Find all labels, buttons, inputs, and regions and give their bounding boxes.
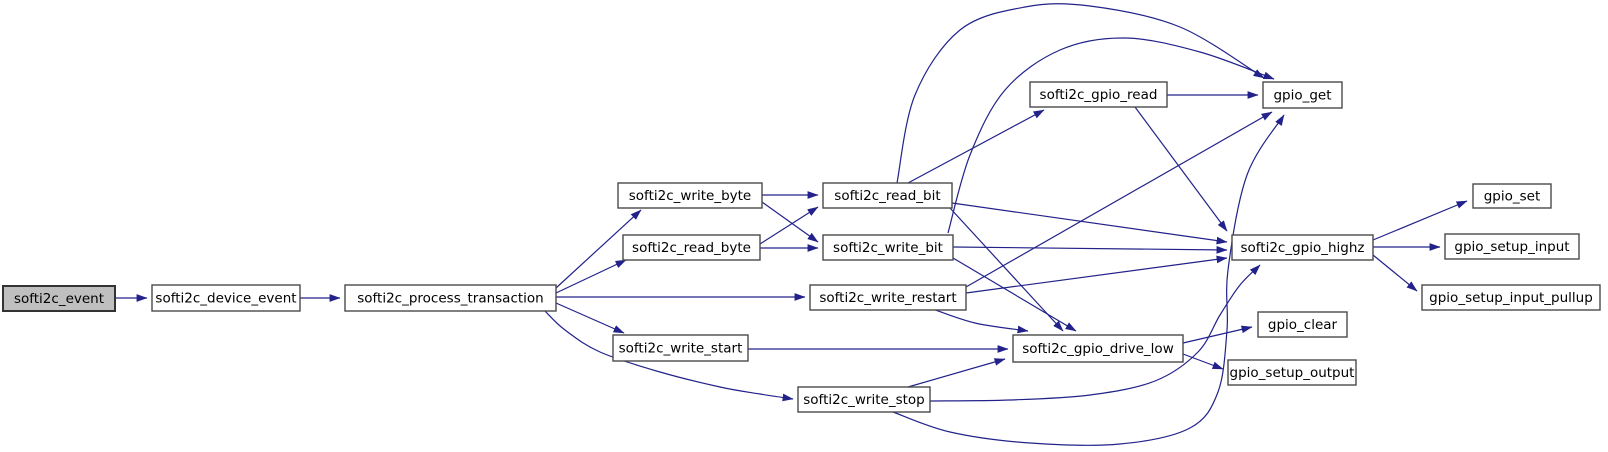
node-gpio_get[interactable]: gpio_get — [1262, 81, 1343, 109]
node-layer: softi2c_event softi2c_device_event softi2c… — [2, 81, 1601, 413]
node-label-gpio_set: gpio_set — [1484, 189, 1541, 205]
node-box-softi2c_read_byte[interactable] — [622, 234, 761, 261]
edge-softi2c_gpio_drive_low-to-gpio_clear — [1182, 325, 1253, 344]
node-softi2c_event[interactable]: softi2c_event — [2, 285, 116, 312]
node-label-gpio_setup_output: gpio_setup_output — [1230, 365, 1355, 381]
edge-softi2c_gpio_read-to-softi2c_gpio_highz — [1134, 106, 1228, 232]
edge-softi2c_process_transaction-to-softi2c_write_start — [555, 302, 625, 334]
node-label-softi2c_gpio_highz: softi2c_gpio_highz — [1240, 240, 1364, 256]
node-box-softi2c_write_stop[interactable] — [797, 386, 931, 413]
node-softi2c_write_restart[interactable]: softi2c_write_restart — [809, 284, 967, 311]
node-gpio_setup_input[interactable]: gpio_setup_input — [1444, 233, 1580, 260]
node-box-softi2c_gpio_read[interactable] — [1029, 81, 1168, 108]
node-box-softi2c_write_bit[interactable] — [822, 234, 954, 261]
node-label-softi2c_write_stop: softi2c_write_stop — [803, 392, 924, 408]
edge-softi2c_read_bit-to-gpio_get — [896, 3, 1265, 184]
node-gpio_setup_output[interactable]: gpio_setup_output — [1227, 359, 1357, 386]
node-label-softi2c_write_restart: softi2c_write_restart — [819, 290, 956, 306]
node-box-softi2c_gpio_highz[interactable] — [1231, 234, 1374, 261]
node-label-softi2c_gpio_drive_low: softi2c_gpio_drive_low — [1022, 341, 1173, 357]
node-softi2c_gpio_read[interactable]: softi2c_gpio_read — [1029, 81, 1168, 108]
node-softi2c_write_byte[interactable]: softi2c_write_byte — [617, 182, 763, 209]
node-label-softi2c_read_bit: softi2c_read_bit — [834, 188, 940, 204]
node-label-gpio_setup_input_pullup: gpio_setup_input_pullup — [1429, 290, 1593, 306]
node-label-softi2c_write_bit: softi2c_write_bit — [833, 240, 943, 256]
node-box-softi2c_write_start[interactable] — [612, 334, 749, 362]
node-label-gpio_get: gpio_get — [1273, 88, 1331, 104]
edge-softi2c_write_byte-to-softi2c_write_bit — [761, 201, 819, 243]
node-gpio_setup_input_pullup[interactable]: gpio_setup_input_pullup — [1421, 284, 1601, 311]
node-box-softi2c_gpio_drive_low[interactable] — [1012, 334, 1184, 363]
edge-softi2c_write_stop-to-gpio_get — [892, 114, 1285, 446]
node-softi2c_write_stop[interactable]: softi2c_write_stop — [797, 386, 931, 413]
node-label-softi2c_read_byte: softi2c_read_byte — [632, 240, 751, 256]
edge-softi2c_write_restart-to-gpio_get — [965, 111, 1273, 288]
node-gpio_set[interactable]: gpio_set — [1472, 183, 1552, 209]
node-box-gpio_clear[interactable] — [1257, 311, 1348, 338]
edge-softi2c_process_transaction-to-softi2c_write_byte — [555, 209, 642, 289]
node-label-softi2c_device_event: softi2c_device_event — [155, 291, 296, 307]
node-softi2c_device_event[interactable]: softi2c_device_event — [151, 284, 301, 312]
edge-softi2c_write_stop-to-softi2c_gpio_drive_low — [907, 358, 1006, 388]
edge-softi2c_process_transaction-to-softi2c_read_byte — [555, 259, 627, 294]
node-box-softi2c_event[interactable] — [2, 285, 116, 312]
edge-softi2c_write_stop-to-softi2c_gpio_highz — [929, 264, 1261, 402]
node-label-softi2c_gpio_read: softi2c_gpio_read — [1040, 87, 1158, 103]
edge-softi2c_gpio_drive_low-to-gpio_setup_output — [1182, 353, 1224, 370]
node-box-softi2c_write_restart[interactable] — [809, 284, 967, 311]
edge-softi2c_gpio_highz-to-gpio_setup_input_pullup — [1372, 254, 1418, 292]
node-box-gpio_setup_output[interactable] — [1227, 359, 1357, 386]
node-softi2c_gpio_highz[interactable]: softi2c_gpio_highz — [1231, 234, 1374, 261]
node-box-softi2c_read_bit[interactable] — [822, 182, 953, 209]
node-label-softi2c_write_start: softi2c_write_start — [619, 341, 743, 357]
node-box-gpio_get[interactable] — [1262, 81, 1343, 109]
node-label-gpio_setup_input: gpio_setup_input — [1454, 239, 1569, 255]
edge-softi2c_write_bit-to-softi2c_gpio_drive_low — [952, 257, 1077, 332]
edge-softi2c_read_bit-to-softi2c_gpio_highz — [951, 202, 1228, 245]
edge-softi2c_gpio_highz-to-gpio_set — [1372, 200, 1468, 241]
node-softi2c_process_transaction[interactable]: softi2c_process_transaction — [344, 284, 557, 312]
node-box-softi2c_device_event[interactable] — [151, 284, 301, 312]
node-softi2c_read_bit[interactable]: softi2c_read_bit — [822, 182, 953, 209]
edge-softi2c_process_transaction-to-softi2c_write_stop — [544, 310, 794, 402]
node-softi2c_read_byte[interactable]: softi2c_read_byte — [622, 234, 761, 261]
node-softi2c_write_start[interactable]: softi2c_write_start — [612, 334, 749, 362]
node-box-softi2c_write_byte[interactable] — [617, 182, 763, 209]
node-softi2c_write_bit[interactable]: softi2c_write_bit — [822, 234, 954, 261]
node-softi2c_gpio_drive_low[interactable]: softi2c_gpio_drive_low — [1012, 334, 1184, 363]
node-box-gpio_setup_input[interactable] — [1444, 233, 1580, 260]
edge-softi2c_read_byte-to-softi2c_read_bit — [759, 206, 819, 245]
edge-softi2c_write_bit-to-gpio_get — [947, 37, 1275, 234]
edge-softi2c_write_restart-to-softi2c_gpio_highz — [965, 255, 1228, 294]
edge-softi2c_read_bit-to-softi2c_gpio_read — [907, 109, 1045, 184]
node-label-softi2c_process_transaction: softi2c_process_transaction — [357, 291, 544, 307]
edge-softi2c_write_bit-to-softi2c_gpio_highz — [952, 246, 1228, 254]
edge-softi2c_read_bit-to-softi2c_gpio_drive_low — [949, 207, 1064, 332]
node-label-softi2c_write_byte: softi2c_write_byte — [629, 188, 751, 204]
node-label-softi2c_event: softi2c_event — [14, 291, 104, 307]
node-label-gpio_clear: gpio_clear — [1268, 317, 1338, 333]
node-box-softi2c_process_transaction[interactable] — [344, 284, 557, 312]
edge-softi2c_write_restart-to-softi2c_gpio_drive_low — [929, 307, 1029, 334]
node-box-gpio_setup_input_pullup[interactable] — [1421, 284, 1601, 311]
node-gpio_clear[interactable]: gpio_clear — [1257, 311, 1348, 338]
edge-layer — [115, 3, 1468, 446]
node-box-gpio_set[interactable] — [1472, 183, 1552, 209]
